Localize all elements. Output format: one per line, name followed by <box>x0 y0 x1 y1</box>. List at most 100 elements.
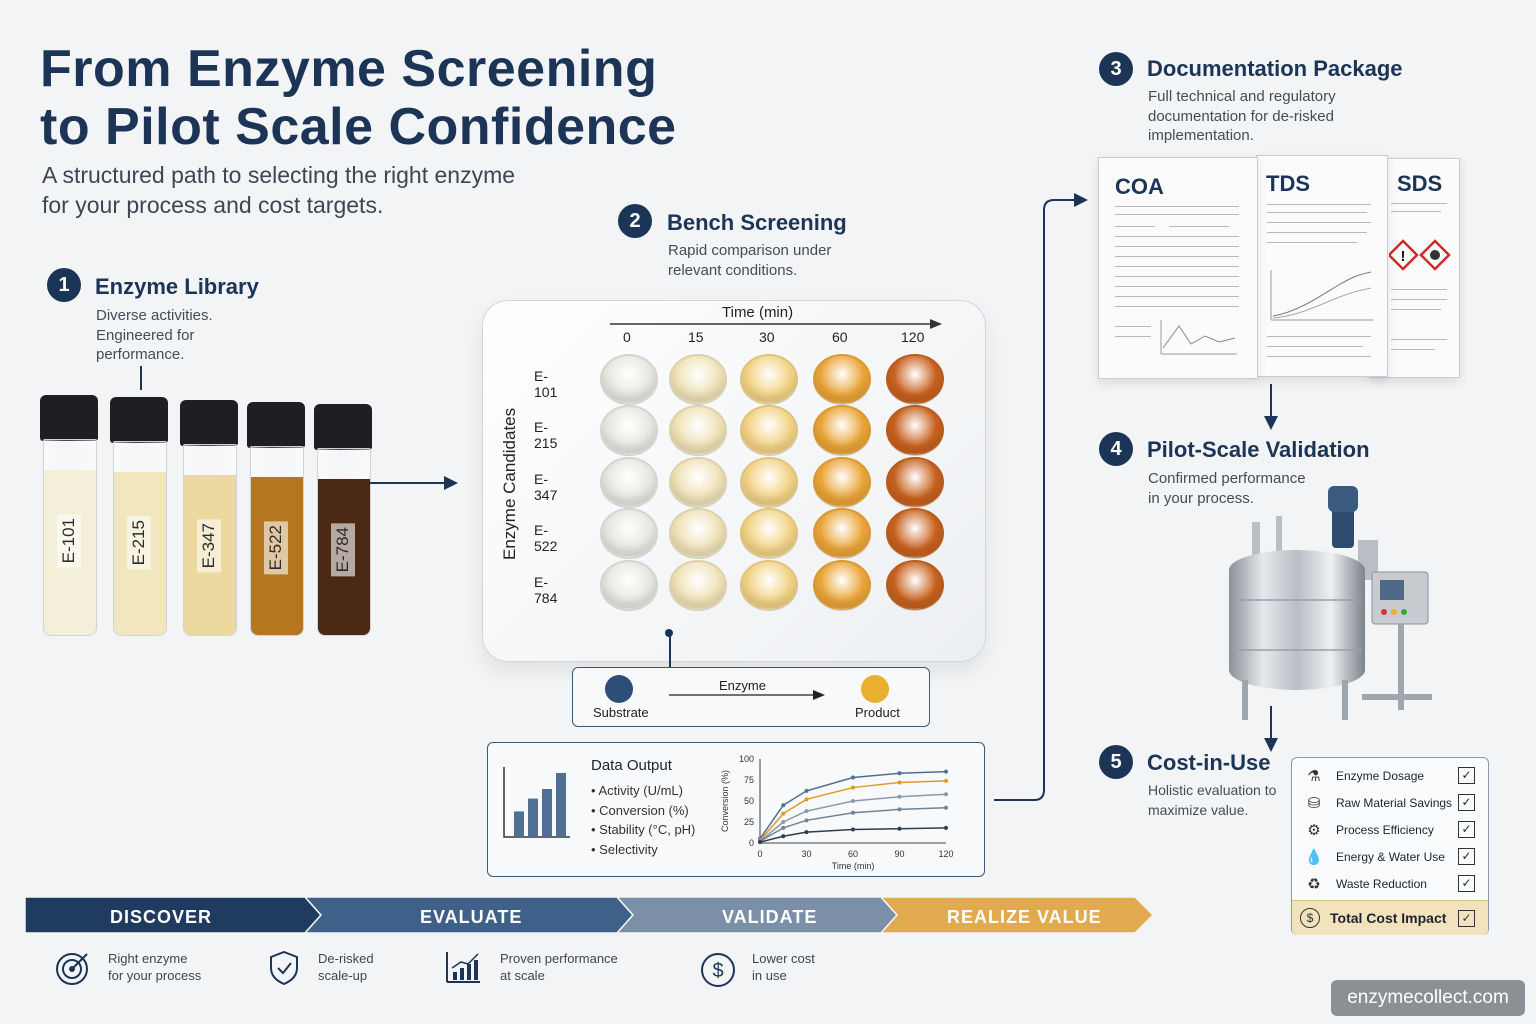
plate-row-label: E-101 <box>534 368 558 400</box>
cost-checklist: ⚗ Enzyme Dosage ✓ ⛁ Raw Material Savings… <box>1291 757 1489 935</box>
cost-item-energy-water: 💧 Energy & Water Use ✓ <box>1300 845 1480 871</box>
substrate-dot <box>605 675 633 703</box>
cost-item-label: Energy & Water Use <box>1336 850 1445 864</box>
plate-well <box>886 457 944 507</box>
step-1-desc-line-1: Diverse activities. <box>96 307 213 324</box>
step-4-desc-line-2: in your process. <box>1148 489 1254 507</box>
arrow-to-documents <box>994 193 1088 801</box>
data-output-item-text: Selectivity <box>599 841 658 857</box>
x-tick-label: 90 <box>894 849 904 859</box>
plate-well <box>886 354 944 404</box>
series-point <box>897 826 902 831</box>
plate-well <box>600 457 658 507</box>
plate-row-label: E-347 <box>534 471 558 503</box>
phase-discover: DISCOVER <box>110 907 213 927</box>
mini-bar <box>514 811 524 837</box>
plate-row-label: E-784 <box>534 574 558 606</box>
flask-icon: ⚗ <box>1307 768 1321 785</box>
hazard-icons: ! <box>1389 239 1451 271</box>
step-1-desc-line-2: Engineered for <box>96 326 195 344</box>
svg-text:$: $ <box>712 960 723 982</box>
benefit-line-1: Lower cost <box>752 951 815 966</box>
benefit-line-2: scale-up <box>318 968 368 983</box>
cost-item-label: Raw Material Savings <box>1336 796 1453 810</box>
phase-evaluate: EVALUATE <box>420 907 523 927</box>
vial: E-215 <box>113 441 167 636</box>
cost-total-label: Total Cost Impact <box>1330 910 1447 926</box>
data-output-item: • Activity (U/mL) <box>591 783 683 798</box>
step-1-desc: Diverse activities. Engineered for perfo… <box>96 306 213 365</box>
plate-time-tick: 30 <box>759 329 775 345</box>
series-point <box>944 792 948 797</box>
step-2-desc-line-1: Rapid comparison under <box>668 242 832 259</box>
checkbox-icon: ✓ <box>1458 848 1475 865</box>
series-point <box>804 830 809 835</box>
data-output-item-text: Conversion (%) <box>599 802 689 818</box>
plate-well <box>669 457 727 507</box>
series-point <box>944 778 948 783</box>
y-tick-label: 100 <box>739 754 754 764</box>
page-subtitle: A structured path to selecting the right… <box>42 160 582 220</box>
vial-cap <box>180 400 238 446</box>
series-line <box>759 780 947 841</box>
y-tick-label: 25 <box>744 817 754 827</box>
series-point <box>851 827 855 832</box>
series-point <box>781 834 786 839</box>
series-point <box>897 771 902 776</box>
step-3-desc-line-1: Full technical and regulatory <box>1148 88 1336 105</box>
plate-well <box>813 560 871 610</box>
vial-cap <box>247 402 305 448</box>
series-point <box>804 797 809 802</box>
series-point <box>897 780 902 785</box>
checkbox-icon: ✓ <box>1458 910 1475 927</box>
vial-label: E-215 <box>127 516 151 570</box>
step-5-desc-line-2: maximize value. <box>1148 801 1249 818</box>
recycle-icon: ♻ <box>1307 876 1321 893</box>
benefit-line-2: for your process <box>108 968 202 983</box>
benefit-line-1: Right enzyme <box>108 951 188 966</box>
checkbox-icon: ✓ <box>1458 821 1475 838</box>
vial-label: E-101 <box>57 514 81 568</box>
step-1-title: Enzyme Library <box>95 274 259 299</box>
tds-graph <box>1270 270 1373 321</box>
plate-time-tick: 120 <box>901 329 925 345</box>
plate-well <box>813 457 871 507</box>
y-axis-label: Conversion (%) <box>720 770 730 832</box>
drop-icon: 💧 <box>1304 849 1324 866</box>
vial-cap <box>110 397 168 443</box>
series-point <box>804 818 809 823</box>
checkbox-icon: ✓ <box>1458 794 1475 811</box>
plate-well <box>600 405 658 455</box>
dollar-icon: $ <box>701 953 735 987</box>
plate-row-axis-label: Enzyme Candidates <box>500 407 519 560</box>
x-axis-label: Time (min) <box>832 861 875 871</box>
plate-well <box>740 560 798 610</box>
step-4-title: Pilot-Scale Validation <box>1147 437 1370 462</box>
vial-label: E-522 <box>264 521 288 575</box>
plate-time-arrow <box>610 319 942 329</box>
plate-connector-dot <box>665 629 673 637</box>
cost-item-process-efficiency: ⚙ Process Efficiency ✓ <box>1300 818 1480 844</box>
step-5-number: 5 <box>1099 745 1133 779</box>
vial: E-101 <box>43 439 97 636</box>
cost-item-enzyme-dosage: ⚗ Enzyme Dosage ✓ <box>1300 764 1480 790</box>
phase-validate: VALIDATE <box>722 907 818 927</box>
vial: E-347 <box>183 444 237 636</box>
plate-well <box>740 508 798 558</box>
step-2-desc-line-2: relevant conditions. <box>668 261 798 279</box>
series-point <box>781 811 786 816</box>
step-3-number: 3 <box>1099 52 1133 86</box>
vial: E-522 <box>250 446 304 636</box>
cost-item-label: Waste Reduction <box>1336 877 1427 891</box>
coa-document: COA <box>1098 157 1258 379</box>
plate-well <box>813 405 871 455</box>
series-point <box>851 810 855 815</box>
series-point <box>851 785 855 790</box>
vial-label: E-784 <box>331 523 355 577</box>
vial-set: E-101 E-215 E-347 E-522 E-784 <box>30 390 390 650</box>
reaction-legend: Substrate Enzyme Product <box>572 667 930 727</box>
y-tick-label: 75 <box>744 775 754 785</box>
plate-connector <box>669 632 671 668</box>
step-4-desc-line-1: Confirmed performance <box>1148 470 1306 487</box>
